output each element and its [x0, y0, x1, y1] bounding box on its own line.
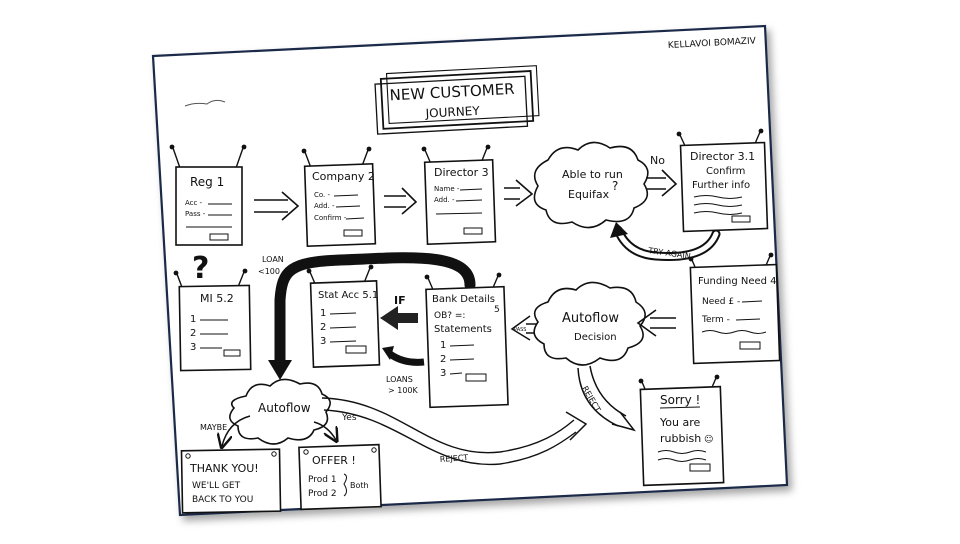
offer-both: Both [350, 481, 369, 490]
title-line2: JOURNEY [424, 104, 480, 121]
bank-row2: 2 [440, 354, 446, 365]
autoflow-decision-line1: Autoflow [562, 311, 619, 326]
bank-ob: OB? =: [434, 311, 465, 321]
thankyou-line1: THANK YOU! [189, 462, 259, 475]
reg1-field-pass: Pass - [185, 210, 206, 218]
bank-row1: 1 [440, 340, 446, 351]
header-scribble: KELLAVOI BOMAZIV [668, 36, 757, 51]
arrow-reject-autoflow-2 [323, 409, 577, 466]
card-director31: Director 3.1 Confirm Further info [676, 128, 769, 233]
mi52-title: MI 5.2 [200, 292, 234, 305]
equifax-line1: Able to run [562, 168, 623, 181]
arrow-loans-100k [387, 351, 425, 366]
director3-field-add: Add. - [434, 196, 455, 204]
arrow-director-equifax [504, 179, 534, 207]
bank-statements: Statements [434, 324, 492, 335]
company2-field-co: Co. - [314, 191, 330, 199]
arrow-funding-autoflow [636, 309, 676, 337]
question-mark: ? [192, 251, 209, 286]
mi52-row2: 2 [190, 328, 196, 339]
card-fundingneed4: Funding Need 4 Need £ - Term - [688, 252, 781, 365]
reg1-field-acc: Acc - [185, 199, 203, 207]
thankyou-line3: BACK TO YOU [192, 495, 253, 505]
arrow-maybe [222, 415, 251, 446]
director3-field-name: Name - [434, 185, 460, 193]
reg1-title: Reg 1 [190, 175, 224, 189]
sorry-line1: You are [659, 416, 700, 429]
offer-title: OFFER ! [312, 454, 356, 467]
arrow-reject-autoflow [321, 397, 575, 454]
corner-squiggle [184, 99, 226, 107]
director3-title: Director 3 [434, 166, 489, 179]
statacc51-row1: 1 [320, 308, 326, 319]
sorry-title: Sorry ! [660, 393, 700, 407]
funding-title: Funding Need 4 [698, 276, 777, 287]
company2-field-confirm: Confirm - [314, 214, 347, 222]
statacc51-title: Stat Acc 5.1 [318, 290, 378, 301]
offer-prod1: Prod 1 [308, 475, 337, 485]
label-no: No [650, 154, 665, 167]
card-thankyou: THANK YOU! WE'LL GET BACK TO YOU [180, 448, 282, 514]
equifax-question: ? [612, 179, 618, 193]
title-banner: NEW CUSTOMER JOURNEY [374, 65, 540, 135]
equifax-line2: Equifax [568, 188, 610, 201]
label-yes: Yes [341, 413, 357, 423]
arrow-yes [313, 421, 336, 440]
sorry-line2: rubbish [660, 432, 701, 445]
cloud-autoflow-decision: Autoflow Decision [533, 281, 646, 366]
label-loan: LOAN [262, 255, 284, 264]
director31-further: Further info [692, 180, 750, 191]
label-pass: PASS [514, 327, 526, 333]
arrow-loan-to-autoflow [274, 252, 476, 368]
arrow-company-director [384, 187, 418, 215]
label-reject-2: REJECT [440, 453, 469, 464]
company2-title: Company 2 [312, 170, 375, 183]
autoflow-label: Autoflow [258, 401, 311, 415]
funding-field-term: Term - [701, 315, 730, 325]
bank-num: 5 [494, 305, 500, 315]
offer-prod2: Prod 2 [308, 489, 337, 499]
card-statacc51: Stat Acc 5.1 1 2 3 [306, 264, 381, 368]
director31-confirm: Confirm [706, 166, 745, 177]
card-director3: Director 3 Name - Add. - [421, 144, 497, 245]
statacc51-row2: 2 [320, 322, 326, 333]
director31-title: Director 3.1 [690, 150, 755, 163]
card-reg1: Reg 1 Acc - Pass - [169, 144, 247, 246]
sorry-smiley: ☺ [704, 434, 713, 445]
label-loans-amt: > 100K [388, 386, 419, 395]
arrow-equifax-director31 [646, 169, 678, 197]
label-if: IF [394, 294, 406, 307]
card-sorry: Sorry ! You are rubbish ☺ [638, 374, 725, 487]
autoflow-decision-line2: Decision [574, 332, 617, 343]
label-loan-amt: <100 [258, 267, 280, 276]
statacc51-row3: 3 [320, 336, 326, 347]
mi52-row1: 1 [190, 314, 196, 325]
bank-row3: 3 [440, 368, 446, 379]
label-loans: LOANS [386, 375, 413, 384]
cloud-equifax: Able to run Equifax ? [533, 141, 649, 229]
arrow-reg-company [254, 191, 300, 221]
card-bankdetails5: Bank Details 5 OB? =: Statements 1 2 3 [424, 272, 509, 409]
thankyou-line2: WE'LL GET [192, 481, 241, 491]
card-company2: Company 2 Co. - Add. - Confirm - [301, 146, 377, 247]
cloud-autoflow: Autoflow [229, 378, 331, 445]
card-offer: OFFER ! Prod 1 Prod 2 Both [298, 443, 382, 511]
card-mi52: ? MI 5.2 1 2 3 [173, 251, 252, 372]
mi52-row3: 3 [190, 342, 196, 353]
label-maybe: MAYBE [200, 423, 227, 432]
funding-field-need: Need £ - [702, 297, 740, 307]
company2-field-add: Add. - [314, 202, 335, 210]
bank-title: Bank Details [432, 294, 495, 305]
